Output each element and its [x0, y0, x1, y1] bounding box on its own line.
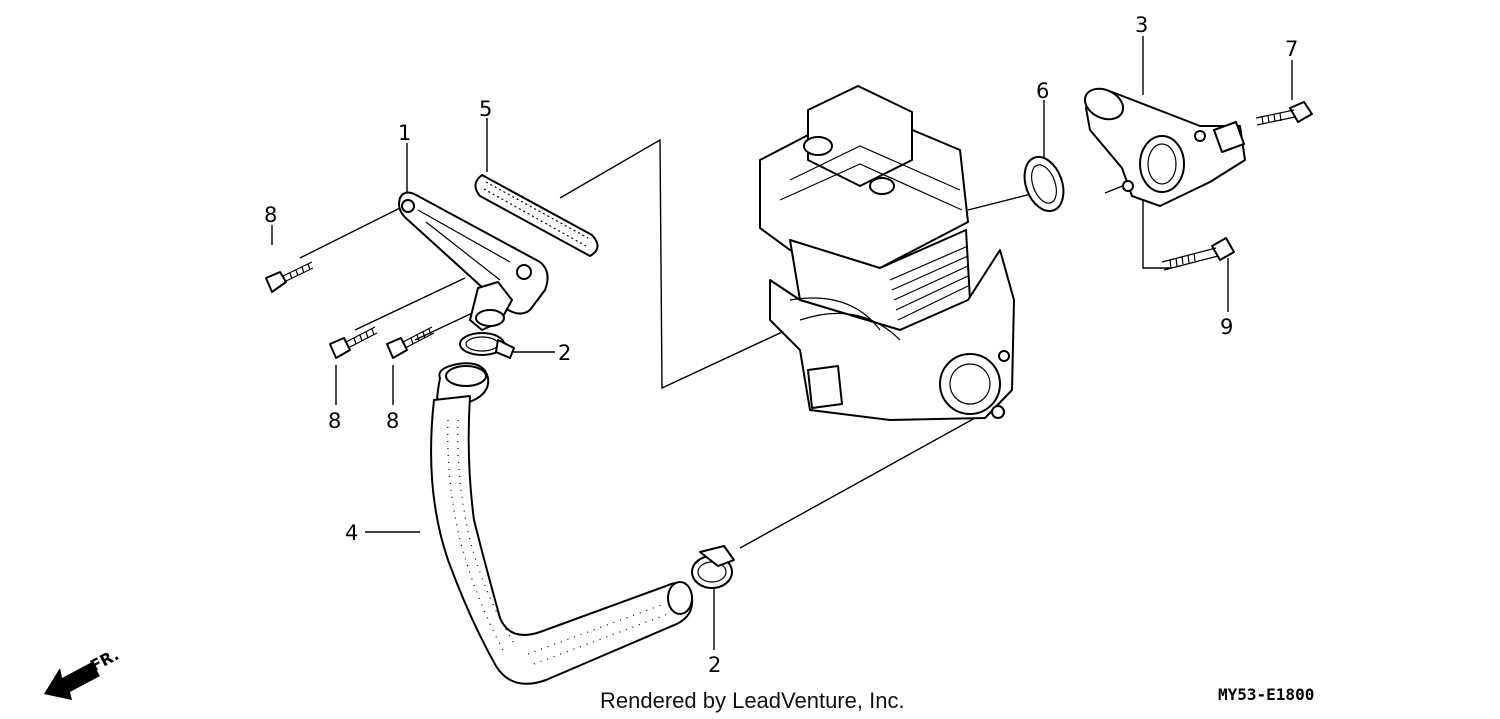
callout-8-lower-left: 8 [328, 409, 341, 433]
callout-3: 3 [1135, 13, 1148, 37]
callouts: 1 2 2 3 4 5 6 7 8 8 8 9 [264, 13, 1298, 677]
bolt-part-8-lower-left [329, 326, 378, 359]
front-direction-arrow: FR. [44, 645, 122, 700]
bolt-part-7 [1255, 101, 1313, 126]
water-hose-joint-part-1 [398, 191, 549, 331]
callout-6: 6 [1036, 79, 1049, 103]
hose-clamp-part-2-upper [459, 332, 515, 359]
water-joint-part-3 [1083, 87, 1246, 207]
hose-clamp-part-2-lower [691, 545, 735, 589]
callout-9: 9 [1220, 315, 1233, 339]
callout-2-upper: 2 [558, 341, 571, 365]
bolt-part-9 [1161, 237, 1235, 271]
water-hose-part-4 [430, 362, 694, 685]
callout-5: 5 [479, 97, 492, 121]
bolt-part-8-lower-right [386, 326, 435, 359]
diagram-code: MY53-E1800 [1218, 685, 1314, 704]
leader-lines [271, 36, 1293, 650]
engine-block [759, 85, 1015, 421]
gasket-part-6 [1023, 155, 1065, 213]
o-ring-part-5 [474, 174, 599, 257]
callout-1: 1 [398, 121, 411, 145]
callout-7: 7 [1285, 37, 1298, 61]
bolt-part-8-upper [265, 261, 314, 293]
callout-8-lower-right: 8 [386, 409, 399, 433]
callout-8-upper: 8 [264, 203, 277, 227]
rendered-by-credit: Rendered by LeadVenture, Inc. [600, 688, 905, 713]
callout-4: 4 [345, 521, 358, 545]
callout-2-lower: 2 [708, 653, 721, 677]
